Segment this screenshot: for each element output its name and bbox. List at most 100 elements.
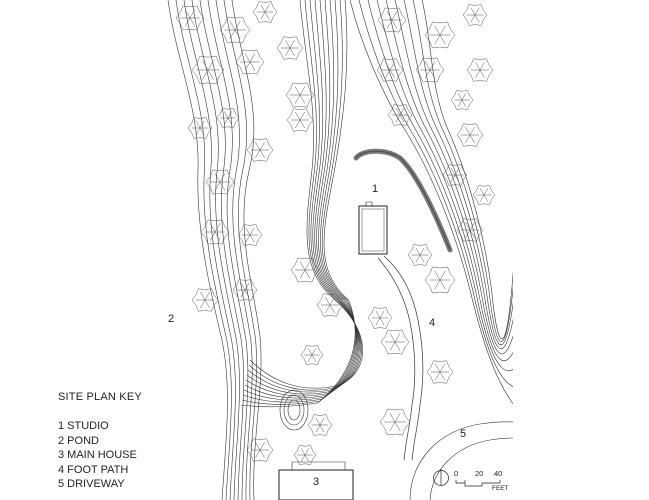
foot-path-edge <box>377 257 416 461</box>
contour-left <box>207 0 249 500</box>
contour-knoll-ring <box>287 399 301 421</box>
tree-icon <box>426 360 454 384</box>
contour-left <box>167 0 228 500</box>
contour-knoll-ring <box>283 394 305 426</box>
key-item-main-house: 3 MAIN HOUSE <box>58 449 137 461</box>
tree-icon <box>377 7 407 33</box>
tree-icon <box>466 58 494 82</box>
contour-left <box>231 0 262 500</box>
contour-right <box>367 0 515 372</box>
tree-icon <box>367 307 393 329</box>
contour-right <box>403 0 515 346</box>
tree-icon <box>191 55 225 85</box>
tree-icon <box>462 4 488 26</box>
scale-bar-line <box>455 480 501 487</box>
contour-lines <box>167 0 515 500</box>
contour-knoll <box>243 0 358 401</box>
contour-right <box>385 0 515 355</box>
tree-icon <box>235 49 265 75</box>
tree-icon <box>387 104 413 126</box>
tree-icon <box>187 117 213 139</box>
tree-icon <box>252 1 278 23</box>
contour-knoll <box>245 0 359 397</box>
tree-icon <box>175 5 205 31</box>
label-main-house: 3 <box>313 476 320 488</box>
contour-right <box>412 0 515 342</box>
contour-right <box>394 0 515 350</box>
contour-left <box>199 0 244 500</box>
tree-icon <box>205 169 235 195</box>
contour-left <box>223 0 257 500</box>
tree-icon <box>450 90 474 110</box>
scale-bar: 0 20 40 FEET <box>432 464 512 494</box>
tree-icon <box>276 36 304 60</box>
key-item-driveway: 5 DRIVEWAY <box>58 478 125 490</box>
contour-right <box>376 0 515 362</box>
contour-left <box>183 0 236 500</box>
tree-icon <box>286 108 314 132</box>
tree-icon <box>307 414 333 436</box>
driveway-loop <box>409 421 515 500</box>
contour-knoll <box>247 0 361 393</box>
site-plan-key: SITE PLAN KEY 1 STUDIO 2 POND 3 MAIN HOU… <box>58 391 142 492</box>
key-title: SITE PLAN KEY <box>58 391 142 403</box>
key-item-studio: 1 STUDIO <box>58 420 109 432</box>
contour-right <box>349 0 515 406</box>
label-foot-path: 4 <box>429 317 436 329</box>
key-item-pond: 2 POND <box>58 434 99 447</box>
label-driveway: 5 <box>460 428 467 440</box>
label-pond: 2 <box>168 313 175 325</box>
studio-building-inner <box>361 208 385 252</box>
contour-knoll <box>240 0 356 408</box>
tree-icon <box>219 16 251 44</box>
tree-icon <box>456 123 484 147</box>
tree-icon <box>300 345 324 365</box>
scale-tick-40: 40 <box>494 469 503 478</box>
tree-icon <box>456 218 484 242</box>
tree-icon <box>376 58 404 82</box>
tree-icon <box>293 445 317 465</box>
tree-icon <box>379 408 411 436</box>
tree-icon <box>200 219 230 245</box>
tree-icon <box>442 164 468 186</box>
tree-icon <box>246 438 274 462</box>
tree-icon <box>232 279 258 301</box>
contour-knoll <box>249 0 363 389</box>
tree-icon <box>191 288 219 312</box>
tree-icon <box>424 21 456 49</box>
tree-icon <box>216 108 240 128</box>
label-studio: 1 <box>372 183 379 195</box>
foot-path <box>383 255 424 461</box>
studio-building <box>358 205 388 255</box>
tree-icon <box>407 244 433 266</box>
contour-knoll <box>248 0 362 391</box>
north-arrow-and-scale <box>433 469 501 487</box>
tree-icon <box>246 138 274 162</box>
stone-retaining-edge-outline <box>355 150 451 251</box>
scale-unit: FEET <box>492 485 509 492</box>
tree-icon <box>415 57 445 83</box>
contour-right <box>421 0 515 340</box>
contour-knoll <box>241 0 356 405</box>
contour-left <box>215 0 253 500</box>
tree-icon <box>316 293 344 317</box>
driveway-loop-inner <box>429 437 515 500</box>
tree-icon <box>472 185 496 205</box>
tree-icon <box>285 82 315 108</box>
main-house-building <box>278 469 354 500</box>
contour-knoll-ring <box>279 389 309 431</box>
tree-canopy-group <box>175 1 496 465</box>
studio-entry <box>365 201 373 206</box>
tree-icon <box>380 329 410 355</box>
tree-icon <box>237 224 263 246</box>
tree-icon <box>290 257 320 283</box>
key-item-foot-path: 4 FOOT PATH <box>58 463 129 476</box>
main-house-terrace <box>291 461 346 470</box>
tree-icon <box>424 266 456 294</box>
scale-tick-20: 20 <box>475 469 484 478</box>
contour-left <box>175 0 232 500</box>
contour-right <box>358 0 515 388</box>
contour-knoll <box>246 0 360 395</box>
contour-knoll <box>242 0 357 403</box>
